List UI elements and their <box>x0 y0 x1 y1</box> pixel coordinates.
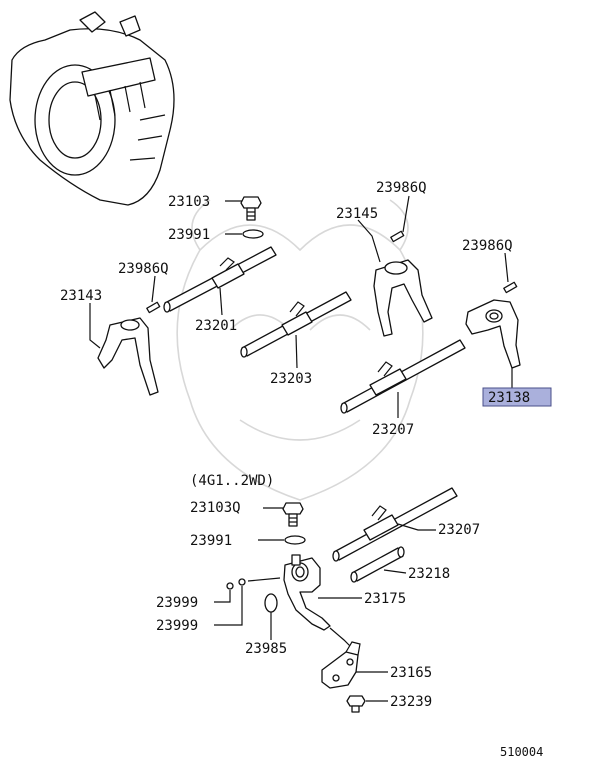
shift-fork-23145 <box>373 259 433 337</box>
callout-23207-lower: 23207 <box>438 522 480 538</box>
bracket-23165 <box>321 641 361 689</box>
bolt-23103 <box>240 196 262 221</box>
callout-23986q-right: 23986Q <box>462 238 513 254</box>
shift-rail-23207-upper <box>340 339 466 414</box>
callout-23175: 23175 <box>364 591 406 607</box>
callout-23203: 23203 <box>270 371 312 387</box>
callout-23143: 23143 <box>60 288 102 304</box>
highlight-23138 <box>482 387 552 407</box>
callout-23985: 23985 <box>245 641 287 657</box>
o-ring-23991-upper <box>242 229 264 239</box>
figure-number: 510004 <box>500 745 543 759</box>
seal-ring-23985 <box>264 593 278 613</box>
callout-23138: 23138 <box>488 390 530 406</box>
shift-rail-23207-lower <box>332 487 458 562</box>
callout-23986q-left: 23986Q <box>118 261 169 277</box>
callout-23991-lower: 23991 <box>190 533 232 549</box>
callout-23986q-mid: 23986Q <box>376 180 427 196</box>
callout-23991-upper: 23991 <box>168 227 210 243</box>
spring-pin-23986q-left <box>146 301 161 314</box>
callout-23103q: 23103Q <box>190 500 241 516</box>
callout-23145: 23145 <box>336 206 378 222</box>
callout-23165: 23165 <box>390 665 432 681</box>
callout-23201: 23201 <box>195 318 237 334</box>
circlip-23999-b <box>238 578 246 586</box>
o-ring-23991-lower <box>284 535 306 545</box>
shift-fork-23138 <box>465 299 521 369</box>
callout-23239: 23239 <box>390 694 432 710</box>
bolt-23103q <box>282 502 304 527</box>
bolt-23239 <box>346 695 366 713</box>
spring-pin-23986q-mid <box>390 230 405 243</box>
variant-note: (4G1..2WD) <box>190 473 274 489</box>
spring-pin-23986q-right <box>503 281 518 294</box>
callout-23207-upper: 23207 <box>372 422 414 438</box>
callout-23103: 23103 <box>168 194 210 210</box>
callout-23999-lower: 23999 <box>156 618 198 634</box>
transmission-housing <box>9 11 175 206</box>
pin-23218 <box>350 546 405 583</box>
circlip-23999-a <box>226 582 234 590</box>
shift-rail-23201 <box>163 246 277 313</box>
watermark-emblem <box>176 199 424 501</box>
shift-fork-23143 <box>97 317 159 396</box>
shift-rail-23203 <box>240 291 352 358</box>
shift-lever-23175 <box>283 554 331 631</box>
callout-23218: 23218 <box>408 566 450 582</box>
callout-23999-upper: 23999 <box>156 595 198 611</box>
